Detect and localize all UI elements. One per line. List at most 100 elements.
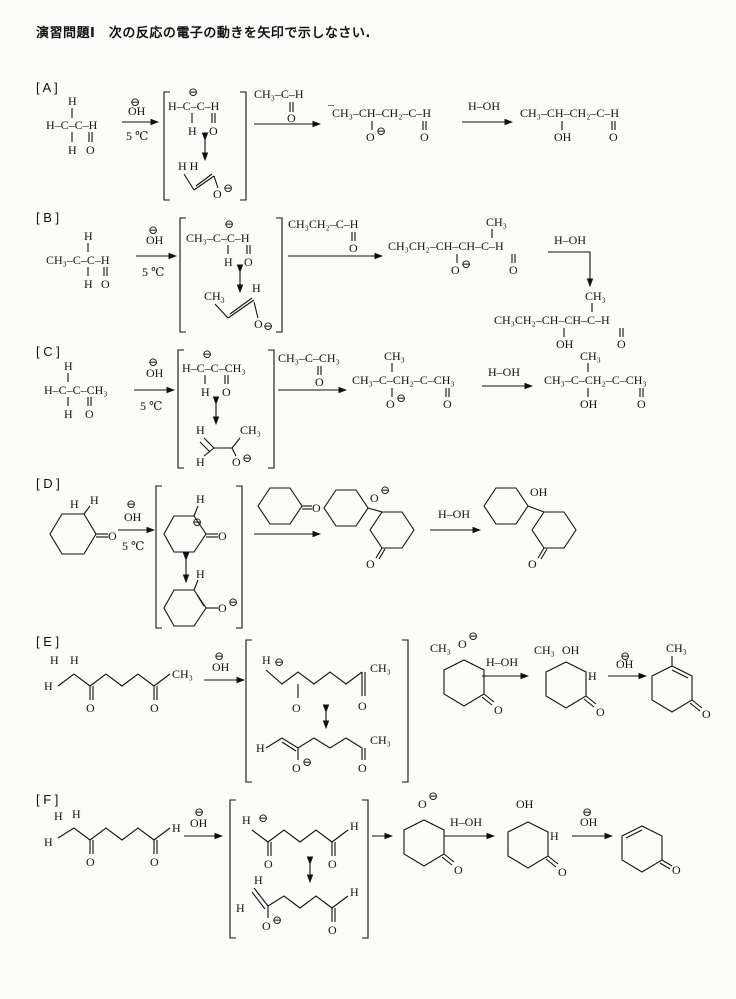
- svg-text:H: H: [224, 255, 233, 269]
- reagent-d: OH: [124, 510, 142, 524]
- quench-a: H–OH: [468, 99, 500, 113]
- svg-text:⊖: ⊖: [396, 391, 406, 405]
- svg-text:H: H: [72, 807, 81, 821]
- svg-text:H: H: [196, 423, 205, 437]
- svg-text:⊖: ⊖: [258, 811, 268, 825]
- svg-text:H: H: [588, 669, 597, 683]
- svg-text:O: O: [672, 863, 681, 877]
- svg-text:O: O: [213, 187, 222, 201]
- svg-text:O: O: [528, 557, 537, 571]
- enolate-b-1: CH₃–C–C–H: [186, 231, 250, 245]
- svg-text:O: O: [637, 397, 646, 411]
- sm-a-formula: H–C–C–H: [46, 118, 98, 132]
- svg-text:H: H: [70, 497, 79, 511]
- svg-text:⊖: ⊖: [468, 629, 478, 643]
- cond-c: 5 ℃: [140, 399, 162, 413]
- svg-text:⊖: ⊖: [148, 355, 158, 369]
- svg-text:O: O: [108, 529, 117, 543]
- svg-text:O: O: [287, 111, 296, 125]
- svg-text:O: O: [509, 263, 518, 277]
- svg-text:O: O: [328, 923, 337, 937]
- svg-text:⊖: ⊖: [192, 515, 202, 529]
- svg-text:H: H: [254, 873, 263, 887]
- sm-a-h-bottom: H: [68, 143, 77, 157]
- problem-f: [ F ] H H H O O H ⊖ OH H ⊖ O O H H H: [36, 789, 681, 939]
- reagent-a: OH: [128, 104, 146, 118]
- reagent-e: OH: [212, 660, 230, 674]
- enolate-a-1: H–C–C–H: [168, 99, 220, 113]
- svg-text:O: O: [349, 241, 358, 255]
- prod-a: CH₃–CH–CH₂–C–H: [520, 106, 619, 120]
- reagent-b: OH: [146, 233, 164, 247]
- cond-b: 5 ℃: [142, 265, 164, 279]
- problem-b: [ B ] H CH₃–C–C–H H O ⊖ OH 5 ℃ ⊖ CH₃–C–C…: [36, 210, 626, 351]
- svg-text:O: O: [454, 863, 463, 877]
- svg-text:⊖: ⊖: [242, 451, 252, 465]
- svg-text:⊖: ⊖: [376, 124, 386, 138]
- prod-b: CH₃CH₂–CH–CH–C–H: [494, 313, 610, 327]
- sm-c-formula: H–C–C–CH₃: [44, 383, 108, 397]
- addend-c: CH₃–C–CH₃: [278, 351, 340, 365]
- svg-text:CH₃: CH₃: [486, 215, 507, 229]
- int-c-me: CH₃: [384, 349, 405, 363]
- svg-text:⊖: ⊖: [380, 483, 390, 497]
- svg-text:⊖: ⊖: [214, 649, 224, 663]
- svg-text:O: O: [218, 529, 227, 543]
- svg-text:O: O: [358, 761, 367, 775]
- svg-text:O: O: [254, 317, 263, 331]
- svg-text:H: H: [236, 901, 245, 915]
- reagent-f: OH: [190, 816, 208, 830]
- svg-text:O: O: [358, 699, 367, 713]
- problem-d: [ D ] O H H ⊖ OH 5 ℃ O H ⊖ O ⊖: [36, 476, 577, 629]
- svg-text:⊖: ⊖: [274, 655, 284, 669]
- prod-d-oh: OH: [530, 485, 548, 499]
- svg-text:H: H: [252, 281, 261, 295]
- prod-c-oh: OH: [580, 397, 598, 411]
- enolate-a-2: H H: [178, 159, 199, 173]
- svg-text:O: O: [264, 857, 273, 871]
- addend-a: CH₃–C–H: [254, 87, 304, 101]
- svg-text:H: H: [350, 819, 359, 833]
- svg-text:O: O: [232, 455, 241, 469]
- svg-text:⊖: ⊖: [148, 223, 158, 237]
- svg-text:O: O: [494, 703, 503, 717]
- svg-text:⊖: ⊖: [126, 497, 136, 511]
- svg-text:⊖: ⊖: [582, 805, 592, 819]
- svg-text:H: H: [44, 679, 53, 693]
- svg-text:H: H: [188, 124, 197, 138]
- svg-text:⊖: ⊖: [272, 913, 282, 927]
- svg-text:O: O: [101, 277, 110, 291]
- svg-text:O: O: [617, 337, 626, 351]
- svg-text:CH₃: CH₃: [172, 667, 193, 681]
- enolate-b-2: CH₃: [204, 289, 225, 303]
- prod-a-oh: OH: [554, 130, 572, 144]
- svg-text:O: O: [366, 130, 375, 144]
- prod-e-me: CH₃: [666, 641, 687, 655]
- enolate-c-1: H–C–C–CH₃: [182, 361, 246, 375]
- svg-text:O: O: [558, 865, 567, 879]
- svg-text:H: H: [242, 813, 251, 827]
- problem-f-label: [ F ]: [36, 792, 58, 807]
- svg-text:–: –: [327, 97, 335, 111]
- svg-text:H: H: [64, 359, 73, 373]
- prod-c: CH₃–C–CH₂–C–CH₃: [544, 373, 647, 387]
- problem-a-label: [ A ]: [36, 80, 58, 95]
- quench-f: H–OH: [450, 815, 482, 829]
- svg-text:CH₃: CH₃: [370, 733, 391, 747]
- svg-text:O: O: [328, 857, 337, 871]
- svg-text:H: H: [90, 493, 99, 507]
- svg-text:H: H: [196, 492, 205, 506]
- svg-text:O: O: [312, 501, 321, 515]
- cond-d: 5 ℃: [122, 539, 144, 553]
- int-a: CH₃–CH–CH₂–C–H: [332, 106, 431, 120]
- svg-text:⊖: ⊖: [202, 347, 212, 361]
- svg-text:O: O: [702, 707, 711, 721]
- svg-text:CH₃: CH₃: [534, 643, 555, 657]
- prod-b-me: CH₃: [585, 289, 606, 303]
- svg-text:⊖: ⊖: [620, 649, 630, 663]
- svg-text:O: O: [292, 701, 301, 715]
- problem-c-label: [ C ]: [36, 344, 60, 359]
- svg-text:H: H: [196, 455, 205, 469]
- svg-text:O: O: [244, 255, 253, 269]
